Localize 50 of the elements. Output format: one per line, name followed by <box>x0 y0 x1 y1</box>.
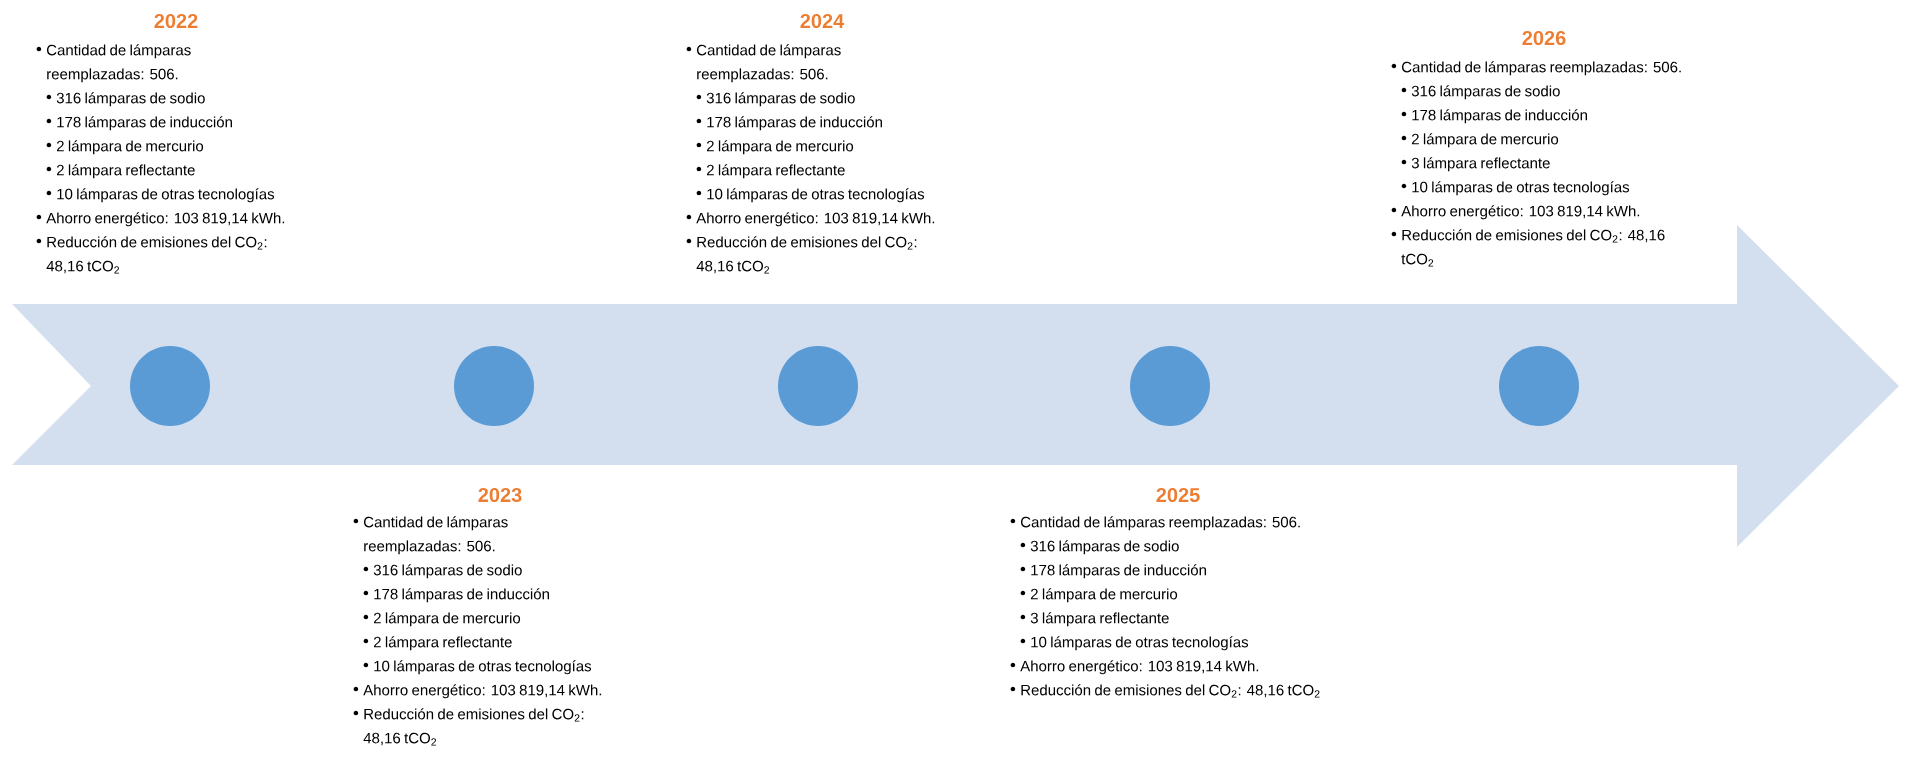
list-item: 178 lámparas de inducción <box>696 116 882 131</box>
list-item: 10 lámparas de otras tecnologías <box>696 188 925 203</box>
list-item: 316 lámparas de sodio <box>1020 540 1179 555</box>
year-label: 2025 <box>1156 487 1200 503</box>
list-item: 178 lámparas de inducción <box>46 116 232 131</box>
list-item: Ahorro energético: 103 819,14 kWh. <box>1010 660 1259 675</box>
list-item: 10 lámparas de otras tecnologías <box>1401 181 1630 196</box>
list-item: Cantidad de lámparas reemplazadas: 506. <box>1391 61 1681 76</box>
list-item: Reducción de emisiones del CO$_{2}$: 48,16 tCO$_{2}$ <box>36 236 267 274</box>
list-item: Ahorro energético: 103 819,14 kWh. <box>36 212 285 227</box>
year-label: 2023 <box>478 487 522 503</box>
list-item: Ahorro energético: 103 819,14 kWh. <box>686 212 935 227</box>
list-item: Reducción de emisiones del CO$_{2}$: 48,16 tCO$_{2}$ <box>353 708 584 746</box>
timeline-dot <box>778 346 858 426</box>
list-item: 2 lámpara de mercurio <box>1401 133 1559 148</box>
list-item: Reducción de emisiones del CO$_{2}$: 48,16 tCO$_{2}$ <box>1010 684 1320 698</box>
list-item: 2 lámpara reflectante <box>46 164 195 179</box>
list-item: 178 lámparas de inducción <box>363 588 549 603</box>
list-item: 3 lámpara reflectante <box>1020 612 1169 627</box>
list-item: Ahorro energético: 103 819,14 kWh. <box>1391 205 1640 220</box>
list-item: 2 lámpara de mercurio <box>696 140 854 155</box>
list-item: 316 lámparas de sodio <box>1401 85 1560 100</box>
timeline-dot <box>1499 346 1579 426</box>
list-item: 2 lámpara reflectante <box>696 164 845 179</box>
list-item: 2 lámpara reflectante <box>363 636 512 651</box>
list-item: 2 lámpara de mercurio <box>363 612 521 627</box>
list-item: Cantidad de lámparas reemplazadas: 506. <box>353 516 508 555</box>
timeline-dot <box>454 346 534 426</box>
list-item: 316 lámparas de sodio <box>46 92 205 107</box>
year-label: 2024 <box>800 13 845 29</box>
list-item: 2 lámpara de mercurio <box>1020 588 1178 603</box>
list-item: Cantidad de lámparas reemplazadas: 506. <box>36 44 191 83</box>
list-item: 3 lámpara reflectante <box>1401 157 1550 172</box>
list-item: 10 lámparas de otras tecnologías <box>46 188 275 203</box>
list-item: 178 lámparas de inducción <box>1401 109 1587 124</box>
year-label: 2022 <box>154 13 198 29</box>
list-item: Reducción de emisiones del CO$_{2}$: 48,16 tCO$_{2}$ <box>1391 229 1665 267</box>
list-item: 316 lámparas de sodio <box>696 92 855 107</box>
list-item: 178 lámparas de inducción <box>1020 564 1206 579</box>
list-item: Cantidad de lámparas reemplazadas: 506. <box>1010 516 1300 531</box>
timeline-dot <box>130 346 210 426</box>
timeline-dot <box>1130 346 1210 426</box>
list-item: Reducción de emisiones del CO$_{2}$: 48,16 tCO$_{2}$ <box>686 236 917 274</box>
list-item: Cantidad de lámparas reemplazadas: 506. <box>686 44 841 83</box>
list-item: 10 lámparas de otras tecnologías <box>1020 636 1249 651</box>
list-item: Ahorro energético: 103 819,14 kWh. <box>353 684 602 699</box>
list-item: 10 lámparas de otras tecnologías <box>363 660 592 675</box>
list-item: 2 lámpara de mercurio <box>46 140 204 155</box>
list-item: 316 lámparas de sodio <box>363 564 522 579</box>
year-label: 2026 <box>1522 30 1566 46</box>
